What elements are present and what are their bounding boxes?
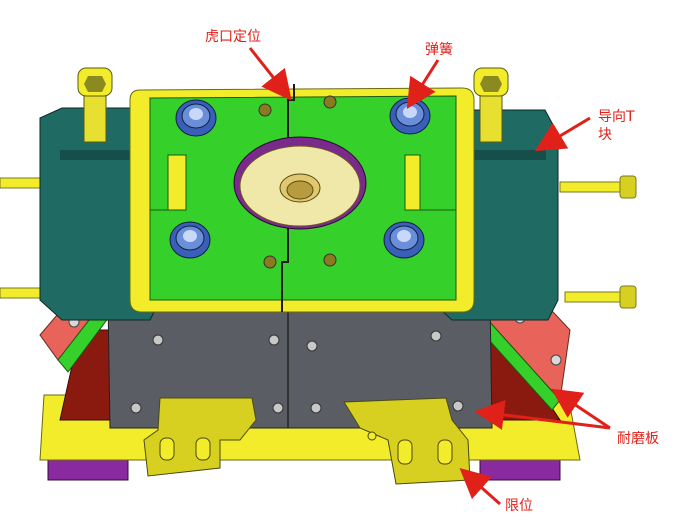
callout-arrows <box>248 47 611 506</box>
screw-head <box>130 402 142 414</box>
stop-blocks <box>143 397 471 485</box>
screw-head <box>306 340 318 352</box>
callout-guide-t-line1: 导向T <box>598 109 635 125</box>
guide-rods <box>0 175 637 309</box>
callout-stop-label: 限位 <box>505 498 533 514</box>
stop-block-left <box>143 397 257 477</box>
callout-guide-t-line2: 块 <box>598 127 612 143</box>
callout-guide-t-label: 导向T 块 <box>598 108 658 144</box>
arrow-wear-plate-1 <box>551 388 611 430</box>
spring <box>175 99 217 137</box>
arrow-guide-t <box>534 116 591 152</box>
screw-head <box>452 400 464 412</box>
arrow-stop <box>459 468 501 506</box>
screw-head <box>310 402 322 414</box>
screw-head <box>152 334 164 346</box>
callout-wear-plate-label: 耐磨板 <box>617 431 659 447</box>
upper-plate <box>129 84 475 313</box>
arrow-spring <box>406 59 440 110</box>
springs <box>169 97 431 259</box>
arrow-wear-plate-2 <box>474 400 611 430</box>
spring <box>383 221 425 259</box>
screw-head <box>268 334 280 346</box>
screw-head <box>272 402 284 414</box>
arrow-tiger-mouth <box>248 47 292 101</box>
callout-spring-label: 弹簧 <box>425 42 453 58</box>
callout-tiger-mouth-label: 虎口定位 <box>205 29 261 45</box>
spring <box>169 221 211 259</box>
screw-head <box>430 330 442 342</box>
